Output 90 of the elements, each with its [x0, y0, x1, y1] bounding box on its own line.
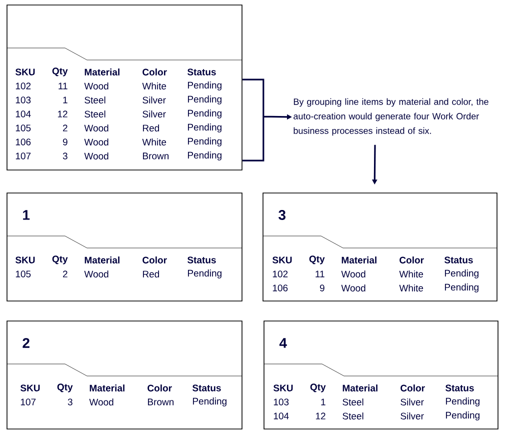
column-header: Status: [192, 384, 221, 392]
box-number: 1: [23, 210, 30, 220]
table-cell: 12: [58, 110, 68, 118]
table-cell: Pending: [444, 270, 478, 278]
box-number: 3: [278, 210, 286, 220]
table-cell: 103: [16, 96, 31, 104]
table-cell: Wood: [84, 270, 108, 278]
table-cell: 106: [16, 138, 31, 146]
column-header: Material: [90, 384, 124, 392]
column-header: Color: [142, 68, 167, 76]
column-header: Status: [187, 68, 216, 76]
table-cell: 2: [63, 124, 68, 132]
table-cell: 107: [20, 398, 36, 406]
table-cell: Brown: [143, 152, 169, 160]
table-cell: Brown: [148, 398, 174, 406]
table-cell: Pending: [193, 398, 226, 406]
table-cell: Pending: [188, 152, 222, 160]
table-cell: Steel: [84, 96, 106, 104]
table-cell: Steel: [84, 110, 106, 118]
table-cell: Wood: [341, 284, 366, 292]
column-header: Qty: [52, 256, 68, 264]
table-cell: 105: [16, 124, 31, 132]
table-cell: Red: [143, 124, 160, 132]
table-cell: Wood: [84, 152, 108, 160]
column-header: Material: [342, 256, 376, 264]
column-header: Material: [342, 384, 378, 392]
table-cell: Wood: [84, 82, 108, 90]
column-header: Qty: [310, 384, 326, 392]
table-cell: 102: [16, 82, 31, 90]
table-cell: Pending: [446, 398, 480, 406]
table-cell: Silver: [400, 412, 424, 420]
table-cell: 104: [16, 110, 31, 118]
column-header: SKU: [273, 384, 293, 392]
table-cell: 106: [272, 284, 288, 292]
column-header: Qty: [57, 384, 73, 392]
table-cell: 11: [316, 270, 324, 278]
table-cell: Pending: [188, 270, 222, 278]
table-cell: Wood: [89, 398, 114, 406]
column-header: Qty: [309, 256, 325, 264]
table-cell: Silver: [142, 110, 166, 118]
table-cell: Red: [143, 270, 160, 278]
table-cell: 9: [320, 284, 324, 292]
table-cell: 104: [274, 412, 289, 420]
table-cell: Silver: [142, 96, 166, 104]
table-cell: 3: [62, 152, 68, 160]
column-header: SKU: [15, 256, 35, 264]
table-cell: 11: [58, 82, 68, 90]
table-cell: 102: [272, 270, 288, 278]
column-header: SKU: [15, 68, 35, 76]
table-cell: Pending: [188, 82, 222, 90]
table-cell: White: [399, 270, 424, 278]
box-number: 2: [22, 338, 30, 348]
table-cell: Pending: [188, 96, 222, 104]
table-cell: Pending: [444, 284, 478, 292]
table-cell: 12: [316, 412, 326, 420]
column-header: Color: [148, 384, 172, 392]
table-cell: 2: [63, 270, 68, 278]
table-cell: 9: [62, 138, 68, 146]
box-number: 4: [279, 338, 287, 348]
column-header: Color: [400, 256, 424, 264]
column-header: Qty: [52, 68, 68, 76]
column-header: Material: [84, 68, 120, 76]
table-cell: White: [399, 284, 424, 292]
table-cell: 107: [16, 152, 31, 160]
column-header: Color: [142, 256, 167, 264]
table-cell: Silver: [400, 398, 424, 406]
column-header: SKU: [272, 256, 292, 264]
table-cell: Pending: [188, 124, 222, 132]
column-header: Status: [187, 256, 216, 264]
table-cell: 1: [321, 398, 326, 406]
table-cell: Wood: [84, 138, 108, 146]
table-cell: Steel: [342, 412, 364, 420]
table-cell: Pending: [446, 412, 480, 420]
note-text: By grouping line items by material and color, the auto-creation would generate four Work Order business processes instead of six.: [294, 98, 488, 136]
table-cell: Wood: [84, 124, 108, 132]
column-header: Status: [444, 256, 473, 264]
table-cell: 103: [274, 398, 289, 406]
column-header: Material: [84, 256, 120, 264]
column-header: SKU: [20, 384, 40, 392]
table-cell: 105: [16, 270, 31, 278]
table-cell: Pending: [188, 110, 222, 118]
table-cell: Steel: [342, 398, 364, 406]
table-cell: 1: [63, 96, 68, 104]
table-cell: Wood: [341, 270, 366, 278]
table-cell: White: [142, 138, 166, 146]
column-header: Color: [400, 384, 425, 392]
table-cell: White: [142, 82, 166, 90]
table-cell: Pending: [188, 138, 222, 146]
column-header: Status: [445, 384, 474, 392]
table-cell: 3: [68, 398, 72, 406]
